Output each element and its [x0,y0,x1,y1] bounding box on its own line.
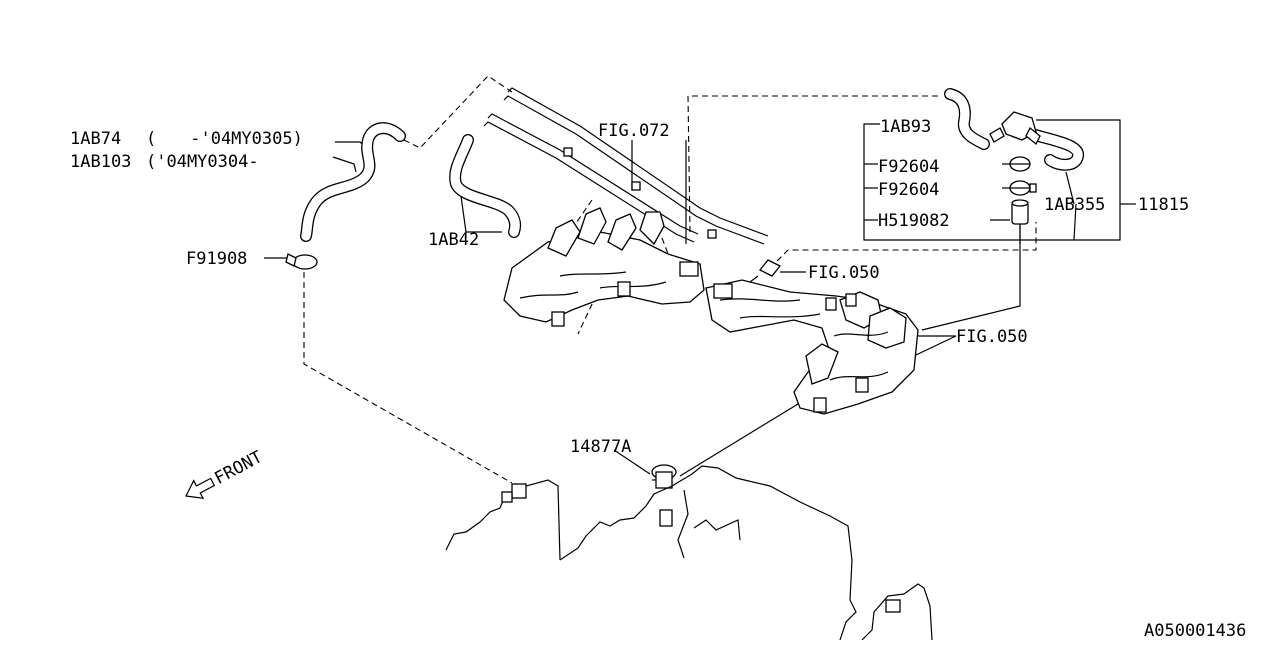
leader-lines [264,119,1136,477]
callout-labels: 1AB74 ( -'04MY0305) 1AB103 ('04MY0304- F… [70,117,1246,641]
intake-manifold-right [705,279,919,415]
label-14877a: 14877A [570,437,631,457]
intake-manifold-left [503,207,705,327]
diagram-id: A050001436 [1144,621,1246,640]
pcv-tubes [483,87,769,245]
engine-block-outline [445,465,933,641]
label-1ab74: 1AB74 [70,129,121,149]
label-fig050-valve: FIG.050 [808,263,880,283]
label-f92604-b: F92604 [878,180,939,200]
label-11815: 11815 [1138,195,1189,215]
label-1ab355: 1AB355 [1044,195,1105,215]
label-1ab74-note: ( -'04MY0305) [146,129,303,149]
plug-h519082 [1011,199,1029,225]
front-arrow: FRONT [185,447,266,500]
hose-1ab93 [944,88,990,150]
hose-1ab42 [449,134,522,238]
hose-1ab74 [300,122,406,242]
label-f92604-a: F92604 [878,157,939,177]
pcv-valve-assembly [989,111,1041,146]
fitting-14877a [651,464,677,489]
label-fig072: FIG.072 [598,121,670,141]
hose-1ab355 [1026,128,1084,171]
label-1ab103-note: ('04MY0304- [146,152,259,172]
label-fig050-manifold: FIG.050 [956,327,1028,347]
label-1ab42: 1AB42 [428,230,479,250]
label-h519082: H519082 [878,211,950,231]
label-1ab93: 1AB93 [880,117,931,137]
check-valve-f92604-b [1009,180,1037,196]
valve-fig050 [749,259,782,283]
label-f91908: F91908 [186,249,247,269]
label-1ab103: 1AB103 [70,152,131,172]
clip-f91908 [285,253,318,270]
front-label: FRONT [211,447,266,489]
check-valve-f92604-a [1009,156,1031,172]
